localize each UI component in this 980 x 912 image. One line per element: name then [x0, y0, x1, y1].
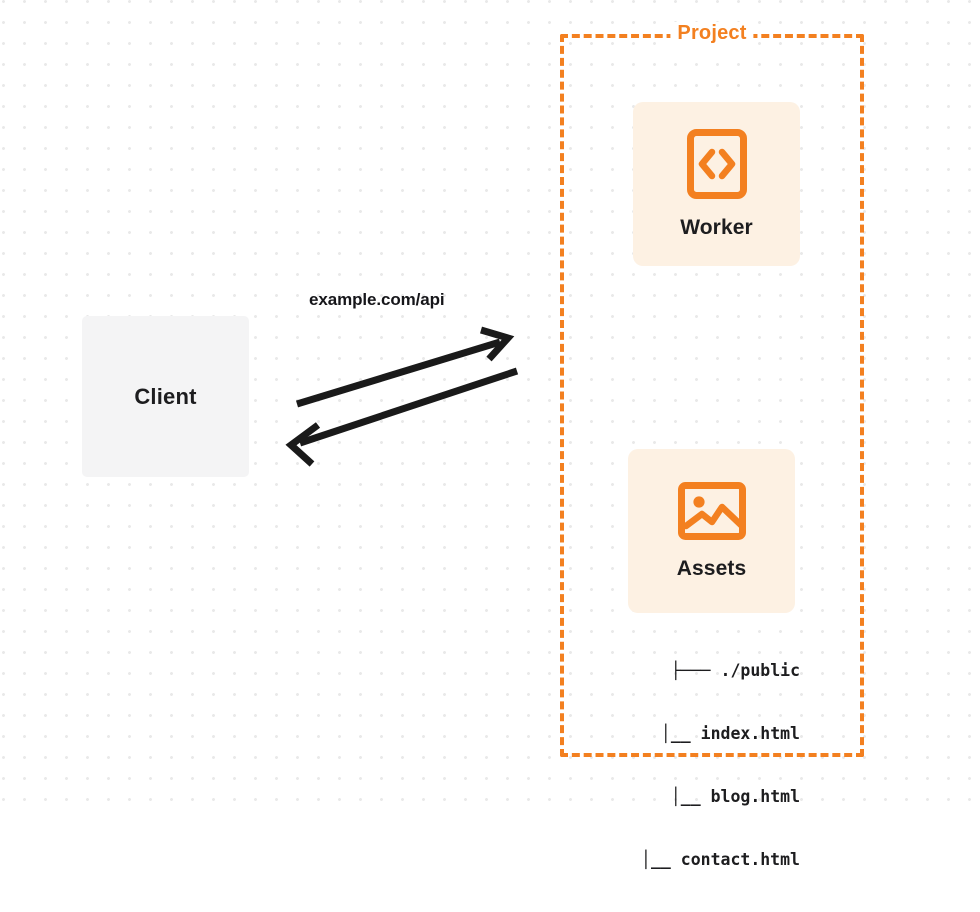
- worker-label: Worker: [680, 216, 753, 239]
- file-tree-row: ├─── ./public: [670, 661, 800, 680]
- arrow-right-icon: [295, 326, 515, 408]
- file-tree-row: │__ blog.html: [670, 787, 800, 806]
- file-tree-row: │__ contact.html: [641, 850, 800, 869]
- assets-file-tree: ├─── ./public │__ index.html │__ blog.ht…: [600, 618, 800, 912]
- assets-node: Assets: [628, 449, 795, 613]
- file-tree-row: │__ index.html: [660, 724, 800, 743]
- connection-label: example.com/api: [309, 290, 445, 309]
- client-node: Client: [82, 316, 249, 477]
- project-title: Project: [670, 22, 754, 45]
- image-icon: [677, 481, 747, 541]
- arrow-left-icon: [285, 367, 519, 467]
- diagram-canvas: Client example.com/api Project Worker: [0, 0, 980, 869]
- project-container: Project: [560, 22, 864, 757]
- client-label: Client: [134, 383, 197, 409]
- code-brackets-icon: [686, 128, 748, 200]
- worker-node: Worker: [633, 102, 800, 266]
- assets-label: Assets: [676, 557, 747, 580]
